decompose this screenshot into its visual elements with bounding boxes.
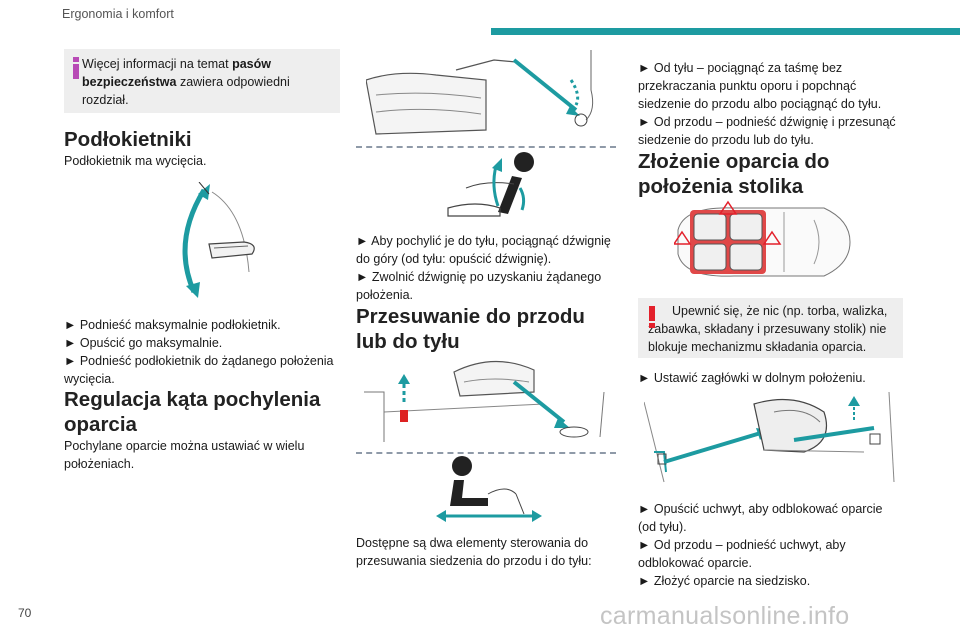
fold-step-2: ► Od przodu – podnieść uchwyt, aby odblo… <box>638 538 846 570</box>
table-heading: Złożenie oparcia do położenia stolika <box>638 150 830 198</box>
warning-text: Upewnić się, że nic (np. torba, walizka,… <box>648 304 888 354</box>
seat-layout-illustration <box>674 200 851 277</box>
slide-step-1: ► Od tyłu – pociągnąć za taśmę bez przek… <box>638 61 882 111</box>
info-text-before: Więcej informacji na temat <box>82 57 233 71</box>
section-title: Ergonomia i komfort <box>62 7 174 21</box>
recline-step-1: ► Aby pochylić je do tyłu, pociągnąć dźw… <box>356 234 611 266</box>
recline-step-2: ► Zwolnić dźwignię po uzyskaniu żądanego… <box>356 270 602 302</box>
slide-steps: ► Od tyłu – pociągnąć za taśmę bez przek… <box>638 59 903 149</box>
slide-seat-pictogram <box>436 456 542 522</box>
armrests-step-2: ► Opuścić go maksymalnie. <box>64 336 223 350</box>
slide-heading: Przesuwanie do przodu lub do tyłu <box>356 305 585 353</box>
armrests-step-1: ► Podnieść maksymalnie podłokietnik. <box>64 318 281 332</box>
slide-seat-illustration <box>364 360 605 442</box>
fold-step-1: ► Opuścić uchwyt, aby odblokować oparcie… <box>638 502 883 534</box>
info-text-bold: pasów bezpieczeństwa <box>82 57 271 89</box>
recline-text: Pochylane oparcie można ustawiać w wielu… <box>64 439 305 471</box>
info-box: Więcej informacji na temat pasów bezpiec… <box>64 49 340 113</box>
warning-box: Upewnić się, że nic (np. torba, walizka,… <box>638 298 903 358</box>
armrests-heading: Podłokietniki <box>64 128 192 151</box>
watermark: carmanualsonline.info <box>600 602 850 630</box>
fold-steps: ► Opuścić uchwyt, aby odblokować oparcie… <box>638 500 903 590</box>
headrest-step: ► Ustawić zagłówki w dolnym położeniu. <box>638 371 866 385</box>
armrests-steps: ► Podnieść maksymalnie podłokietnik. ► O… <box>64 316 340 388</box>
armrests-step-3: ► Podnieść podłokietnik do żądanego poło… <box>64 354 334 386</box>
info-text-after: zawiera odpowiedni rozdział. <box>82 75 290 107</box>
illustration-divider <box>356 146 616 148</box>
armrest-illustration <box>182 182 255 298</box>
recline-steps: ► Aby pochylić je do tyłu, pociągnąć dźw… <box>356 232 616 304</box>
page-number: 70 <box>18 606 32 620</box>
warning-icon <box>649 306 655 328</box>
header-accent-bar <box>491 28 960 35</box>
recline-lever-illustration <box>366 50 594 135</box>
slide-text: Dostępne są dwa elementy sterowania do p… <box>356 536 592 568</box>
illustration-divider-2 <box>356 452 616 454</box>
recline-heading: Regulacja kąta pochylenia oparcia <box>64 388 321 436</box>
info-icon <box>73 57 79 79</box>
armrests-text: Podłokietnik ma wycięcia. <box>64 154 207 168</box>
fold-seat-illustration <box>644 392 895 483</box>
slide-step-2: ► Od przodu – podnieść dźwignię i przesu… <box>638 115 896 147</box>
recline-seat-pictogram <box>447 152 534 217</box>
fold-step-3: ► Złożyć oparcie na siedzisko. <box>638 574 811 588</box>
